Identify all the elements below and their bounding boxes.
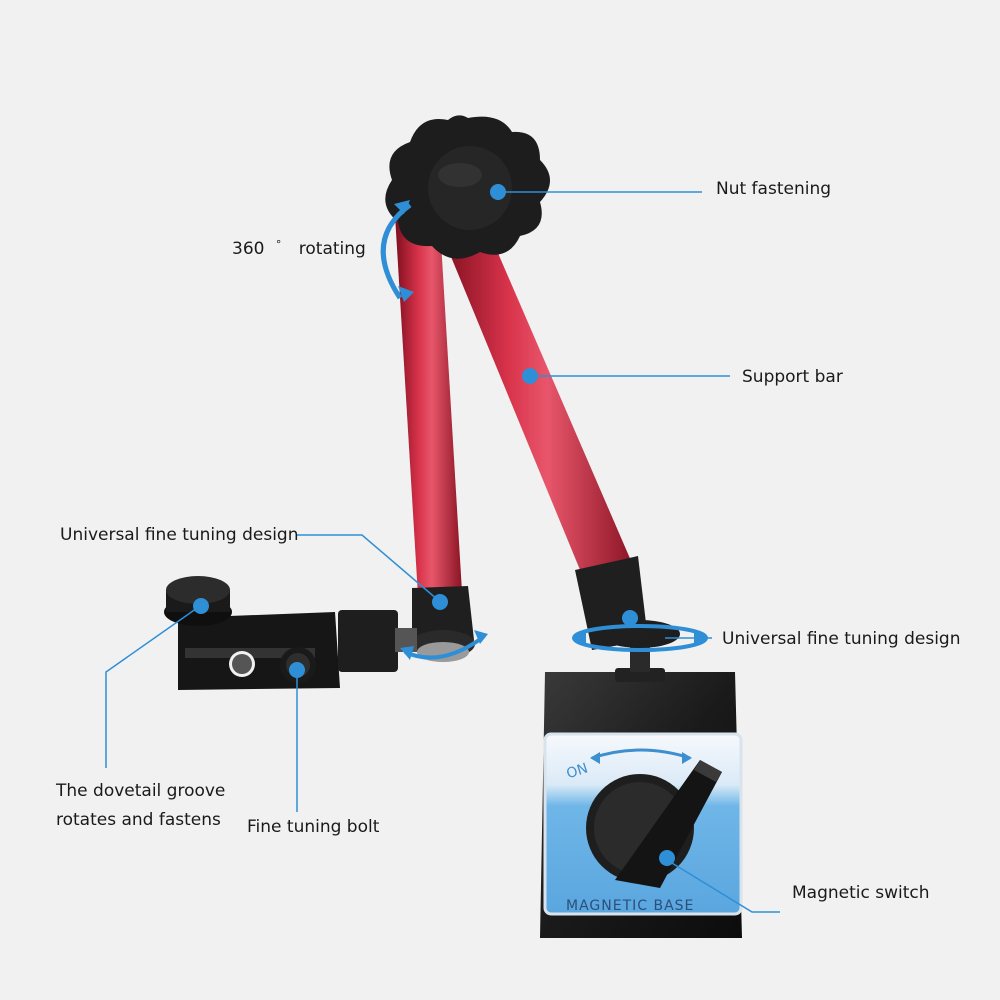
fine-tuning-left-label: Universal fine tuning design bbox=[60, 525, 299, 545]
nut-fastening-label: Nut fastening bbox=[716, 179, 832, 199]
dovetail-label-line1: The dovetail groove bbox=[56, 781, 226, 801]
rotating-degree: ° bbox=[275, 238, 282, 251]
rotating-text: rotating bbox=[298, 239, 366, 259]
on-text: ON bbox=[565, 760, 590, 782]
magnetic-base: ON MAGNETIC BASE bbox=[540, 672, 743, 938]
rotation-arrow-360 bbox=[380, 200, 414, 302]
callout-dots bbox=[193, 184, 675, 866]
support-bar-label: Support bar bbox=[742, 367, 843, 387]
rotating-value: 360 bbox=[232, 239, 265, 259]
dovetail-label: The dovetail groove rotates and fastens bbox=[56, 780, 246, 832]
fine-tuning-right-label: Universal fine tuning design bbox=[722, 629, 961, 649]
support-bar-left bbox=[395, 215, 475, 662]
support-bar-right bbox=[440, 230, 648, 650]
rotation-arrow-joint bbox=[400, 630, 488, 660]
rotating-label: 360 ° rotating bbox=[232, 238, 366, 261]
callout-lines bbox=[105, 191, 780, 913]
magnetic-switch-label: Magnetic switch bbox=[792, 883, 930, 903]
nut-fastening-knob bbox=[385, 115, 550, 259]
magnetic-base-text: MAGNETIC BASE bbox=[566, 898, 694, 914]
dovetail-label-line2: rotates and fastens bbox=[56, 809, 221, 830]
fine-tuning-bolt-label: Fine tuning bolt bbox=[247, 817, 380, 837]
on-arrow bbox=[591, 748, 691, 760]
